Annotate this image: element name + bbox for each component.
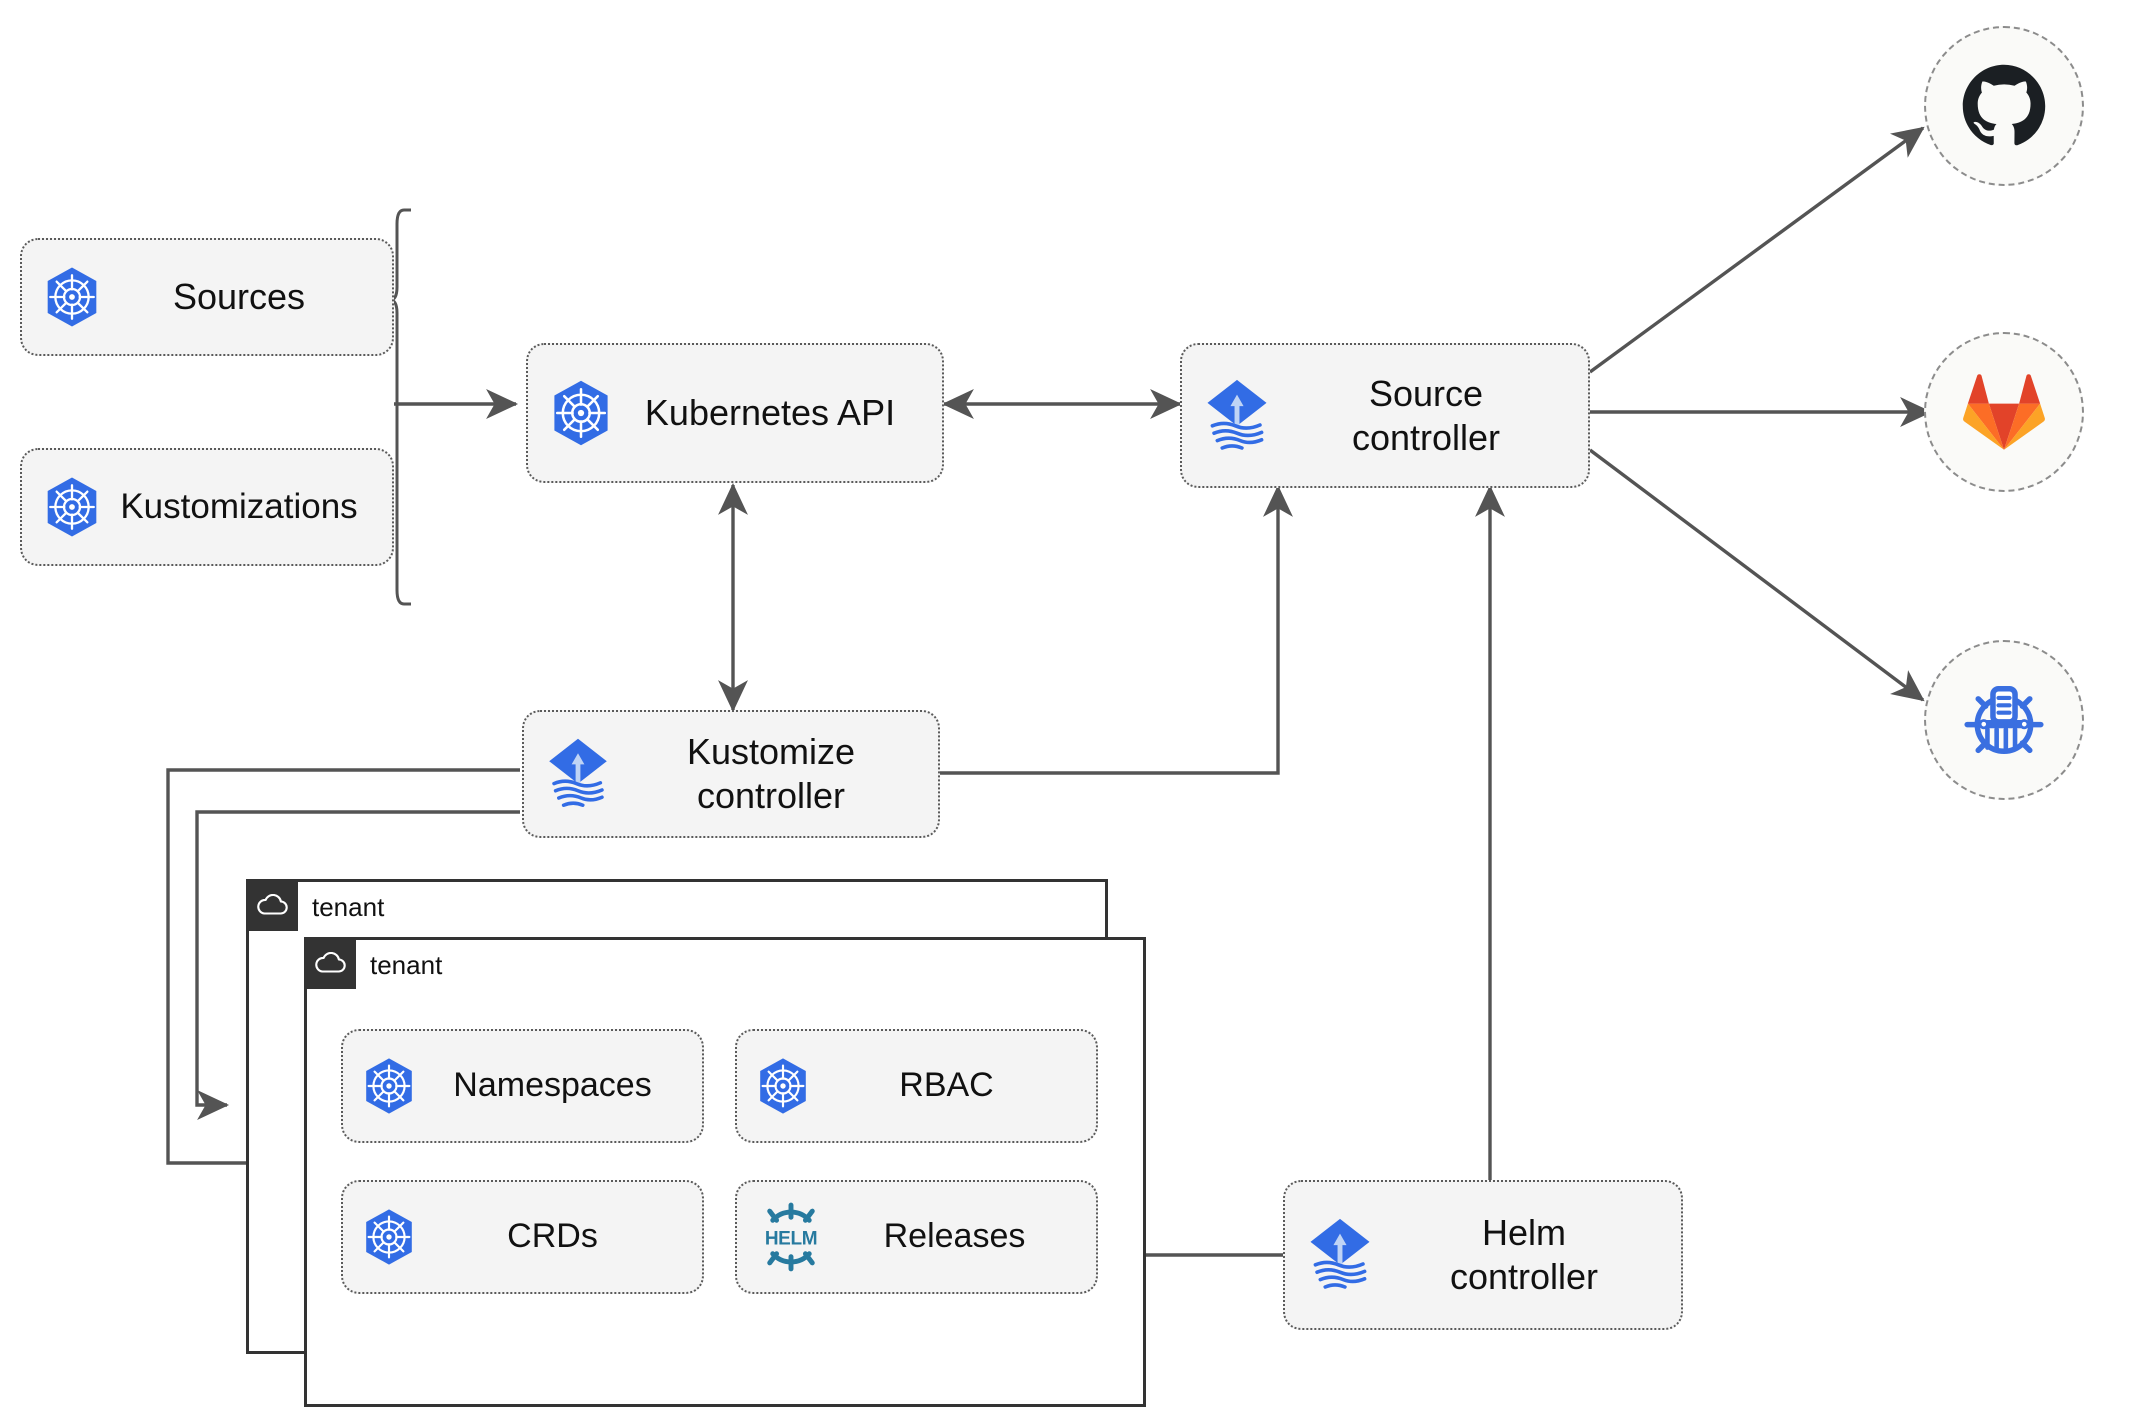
node-label: Releases: [883, 1217, 1026, 1256]
flux-icon: [1299, 1214, 1381, 1296]
tenant-label-front: tenant: [370, 950, 443, 980]
helm-repo-icon: [1964, 685, 2044, 755]
provider-helm-repository[interactable]: [1924, 640, 2084, 800]
node-label: CRDs: [507, 1217, 598, 1256]
node-label: Helm controller: [1449, 1212, 1599, 1297]
node-label: Namespaces: [453, 1066, 652, 1105]
kubernetes-icon: [40, 475, 104, 539]
node-kubernetes-api[interactable]: Kubernetes API: [526, 343, 944, 483]
edge-source-github: [1588, 126, 1925, 374]
kubernetes-icon: [753, 1056, 813, 1116]
node-label: RBAC: [899, 1066, 994, 1105]
kubernetes-icon: [359, 1056, 419, 1116]
gitlab-icon: [1963, 374, 2045, 450]
node-label: Source controller: [1351, 372, 1501, 458]
kubernetes-icon: [546, 378, 616, 448]
kubernetes-icon: [359, 1207, 419, 1267]
tenant-label-back: tenant: [312, 892, 385, 922]
node-kustomizations[interactable]: Kustomizations: [20, 448, 394, 566]
node-label: Sources: [172, 276, 306, 318]
node-crds[interactable]: CRDs: [341, 1180, 704, 1294]
tenant-icon-bar-back: [246, 879, 298, 931]
node-releases[interactable]: HELM Releases: [735, 1180, 1098, 1294]
edge-kustomize-source: [940, 484, 1293, 775]
kubernetes-icon: [40, 265, 104, 329]
node-sources[interactable]: Sources: [20, 238, 394, 356]
tenant-icon-bar-front: [304, 937, 356, 989]
node-source-controller[interactable]: Source controller: [1180, 343, 1590, 488]
svg-text:HELM: HELM: [765, 1229, 817, 1250]
edge-source-helmrepo: [1588, 448, 1925, 702]
cloud-icon: [257, 894, 288, 915]
provider-gitlab[interactable]: [1924, 332, 2084, 492]
node-kustomize-controller[interactable]: Kustomize controller: [522, 710, 940, 838]
node-label: Kustomize controller: [686, 731, 856, 816]
github-icon: [1962, 64, 2046, 146]
node-helm-controller[interactable]: Helm controller: [1283, 1180, 1683, 1330]
node-rbac[interactable]: RBAC: [735, 1029, 1098, 1143]
node-label: Kustomizations: [120, 486, 358, 526]
cloud-icon: [315, 952, 346, 973]
node-label: Kubernetes API: [644, 392, 896, 434]
helm-icon: HELM: [753, 1199, 829, 1275]
flux-icon: [538, 734, 618, 814]
node-namespaces[interactable]: Namespaces: [341, 1029, 704, 1143]
flux-icon: [1196, 375, 1278, 457]
provider-github[interactable]: [1924, 26, 2084, 186]
tenant-container-front[interactable]: [304, 937, 1146, 1407]
